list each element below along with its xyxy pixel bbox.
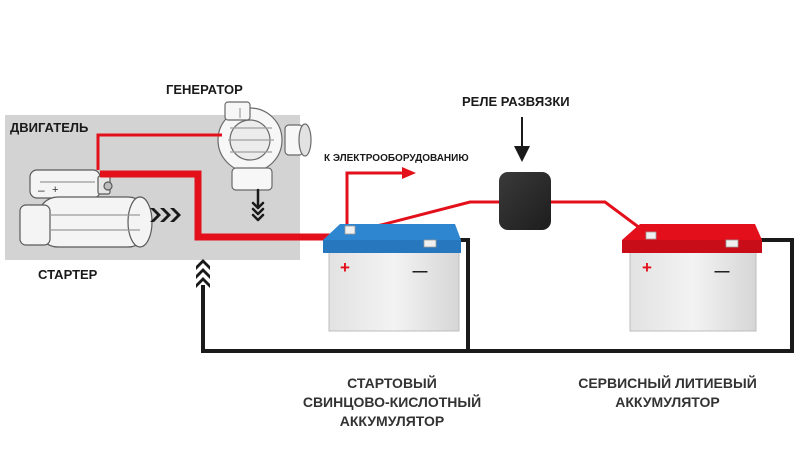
- lead-acid-plus-mark: +: [340, 258, 350, 277]
- lead-acid-battery: [323, 224, 461, 332]
- caption-line: СТАРТОВЫЙ: [347, 375, 437, 391]
- lithium-battery: [622, 224, 762, 332]
- generator-label: ГЕНЕРАТОР: [166, 82, 243, 97]
- positive-wire-generator: [96, 133, 222, 170]
- starter-illustration: – +: [19, 169, 153, 248]
- svg-text:–: –: [38, 183, 45, 197]
- starter-label: СТАРТЕР: [38, 267, 98, 282]
- right-arrow-icon: [402, 167, 416, 179]
- svg-text:+: +: [52, 184, 58, 196]
- generator-illustration: [217, 101, 312, 191]
- positive-wire-relay-to-service: [550, 200, 653, 239]
- isolation-relay: [499, 172, 551, 230]
- lithium-minus-mark: —: [715, 263, 730, 280]
- caption-line: СВИНЦОВО-КИСЛОТНЫЙ: [302, 394, 482, 410]
- positive-wire-to-relay: [349, 200, 500, 235]
- right-chevrons-icon: [150, 208, 181, 222]
- negative-wire-service: [468, 238, 794, 353]
- service-battery-caption: СЕРВИСНЫЙ ЛИТИЕВЫЙ АККУМУЛЯТОР: [560, 374, 775, 412]
- positive-wire-to-equipment: [345, 171, 402, 233]
- starter-battery-caption: СТАРТОВЫЙ СВИНЦОВО-КИСЛОТНЫЙ АККУМУЛЯТОР: [262, 374, 522, 431]
- caption-line: АККУМУЛЯТОР: [339, 413, 445, 429]
- caption-line: АККУМУЛЯТОР: [615, 394, 720, 410]
- down-arrow-icon: [514, 146, 530, 162]
- engine-label: ДВИГАТЕЛЬ: [10, 120, 89, 135]
- to-equipment-label: К ЭЛЕКТРООБОРУДОВАНИЮ: [324, 153, 469, 164]
- lead-acid-minus-mark: —: [413, 263, 428, 280]
- positive-wire-main: [100, 170, 345, 241]
- relay-label: РЕЛЕ РАЗВЯЗКИ: [462, 94, 570, 109]
- down-chevrons-icon: [251, 188, 265, 222]
- lithium-plus-mark: +: [642, 258, 652, 277]
- up-chevrons-icon: [196, 259, 210, 288]
- caption-line: СЕРВИСНЫЙ ЛИТИЕВЫЙ: [578, 375, 757, 391]
